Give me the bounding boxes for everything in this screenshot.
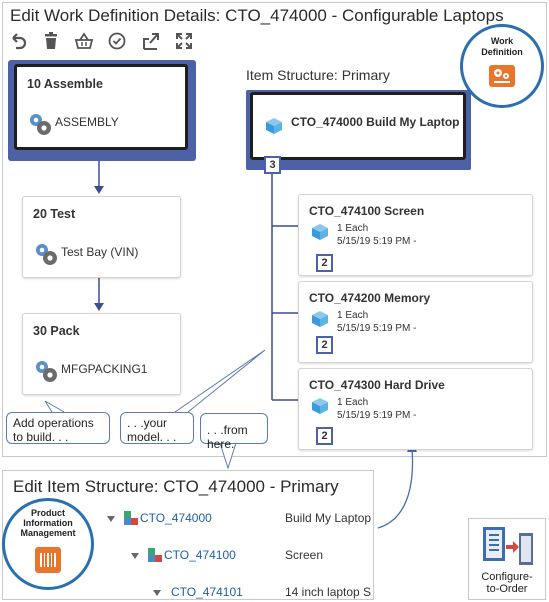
component-card-memory[interactable]: CTO_474200 Memory 1 Each 5/15/19 5:19 PM…	[298, 281, 533, 363]
child-count-badge[interactable]: 2	[316, 336, 333, 354]
tree-item-link[interactable]: CTO_474000	[140, 511, 212, 525]
component-date: 5/15/19 5:19 PM -	[337, 410, 417, 421]
configure-to-order-tile: Configure- to-Order	[468, 518, 546, 600]
operation-title: 30 Pack	[33, 324, 80, 338]
component-quantity: 1 Each	[337, 397, 369, 408]
component-date: 5/15/19 5:19 PM -	[337, 236, 417, 247]
work-definition-icon	[489, 65, 515, 87]
page-title: Edit Work Definition Details: CTO_474000…	[10, 6, 504, 25]
badge-label: Work	[490, 36, 514, 46]
badge-label: Definition	[481, 47, 523, 57]
root-item-card[interactable]: CTO_474000 Build My Laptop	[250, 92, 466, 160]
child-count-badge[interactable]: 2	[316, 427, 333, 445]
tree-item-link[interactable]: CTO_474101	[171, 585, 243, 599]
item-cube-icon	[312, 311, 328, 327]
delete-icon[interactable]	[41, 31, 61, 51]
tree-item-description: 14 inch laptop S	[285, 585, 372, 599]
undo-icon[interactable]	[8, 31, 28, 51]
collapse-triangle-icon[interactable]	[153, 590, 161, 596]
callout-from-here: . . .from here.	[200, 413, 268, 451]
badge-label: Product	[30, 508, 65, 518]
component-card-screen[interactable]: CTO_474100 Screen 1 Each 5/15/19 5:19 PM…	[298, 194, 533, 276]
component-card-hard-drive[interactable]: CTO_474300 Hard Drive 1 Each 5/15/19 5:1…	[298, 368, 533, 450]
tree-item-description: Screen	[285, 548, 324, 562]
callout-text: . . .from here.	[207, 423, 248, 451]
basket-icon[interactable]	[74, 31, 94, 51]
operation-card-20[interactable]: 20 Test Test Bay (VIN)	[22, 196, 181, 278]
operation-card-10[interactable]: 10 Assemble ASSEMBLY	[14, 64, 188, 150]
structure-icon	[124, 511, 138, 525]
product-information-management-badge: Product Information Management	[2, 498, 94, 590]
collapse-triangle-icon[interactable]	[107, 516, 115, 522]
configure-to-order-icon	[483, 527, 533, 565]
gears-icon	[30, 114, 51, 135]
tile-label-line: Configure-	[481, 571, 533, 583]
operation-title: 10 Assemble	[27, 77, 103, 91]
callout-text: to build. . .	[13, 430, 69, 444]
item-structure-title: Item Structure: Primary	[246, 67, 390, 83]
gears-icon	[36, 244, 57, 265]
resource-label: MFGPACKING1	[61, 362, 148, 376]
callout-text: model. . .	[127, 430, 177, 444]
callout-text: . . .your	[127, 416, 168, 430]
item-cube-icon	[312, 398, 328, 414]
gears-icon	[36, 361, 57, 382]
bottom-panel-title: Edit Item Structure: CTO_474000 - Primar…	[13, 477, 339, 496]
work-definition-badge: Work Definition	[460, 24, 544, 108]
export-icon[interactable]	[141, 31, 161, 51]
item-cube-icon	[312, 224, 328, 240]
component-date: 5/15/19 5:19 PM -	[337, 323, 417, 334]
callout-add-operations: Add operations to build. . .	[6, 412, 110, 444]
tree-item-link[interactable]: CTO_474100	[164, 548, 236, 562]
operation-title: 20 Test	[33, 207, 76, 221]
tile-label-line: to-Order	[486, 583, 528, 595]
tree-item-description: Build My Laptop	[285, 511, 372, 525]
component-quantity: 1 Each	[337, 223, 369, 234]
component-quantity: 1 Each	[337, 310, 369, 321]
child-count-badge[interactable]: 3	[264, 156, 281, 174]
expand-icon[interactable]	[174, 31, 194, 51]
callout-your-model: . . .your model. . .	[120, 412, 194, 444]
resource-label: ASSEMBLY	[55, 115, 119, 129]
component-title: CTO_474100 Screen	[309, 204, 425, 218]
badge-label: Information	[23, 518, 73, 528]
structure-icon	[148, 548, 162, 562]
item-cube-icon	[266, 118, 282, 134]
check-circle-icon[interactable]	[107, 31, 127, 51]
component-title: CTO_474200 Memory	[309, 291, 431, 305]
operation-card-30[interactable]: 30 Pack MFGPACKING1	[22, 313, 181, 395]
collapse-triangle-icon[interactable]	[131, 553, 139, 559]
badge-label: Management	[20, 528, 76, 538]
barcode-icon	[35, 547, 61, 573]
component-title: CTO_474300 Hard Drive	[309, 378, 445, 392]
callout-text: Add operations	[13, 416, 94, 430]
child-count-badge[interactable]: 2	[316, 254, 333, 272]
resource-label: Test Bay (VIN)	[61, 245, 139, 259]
configure-to-order-label: Configure- to-Order	[469, 571, 545, 595]
root-item-label: CTO_474000 Build My Laptop	[291, 115, 460, 129]
